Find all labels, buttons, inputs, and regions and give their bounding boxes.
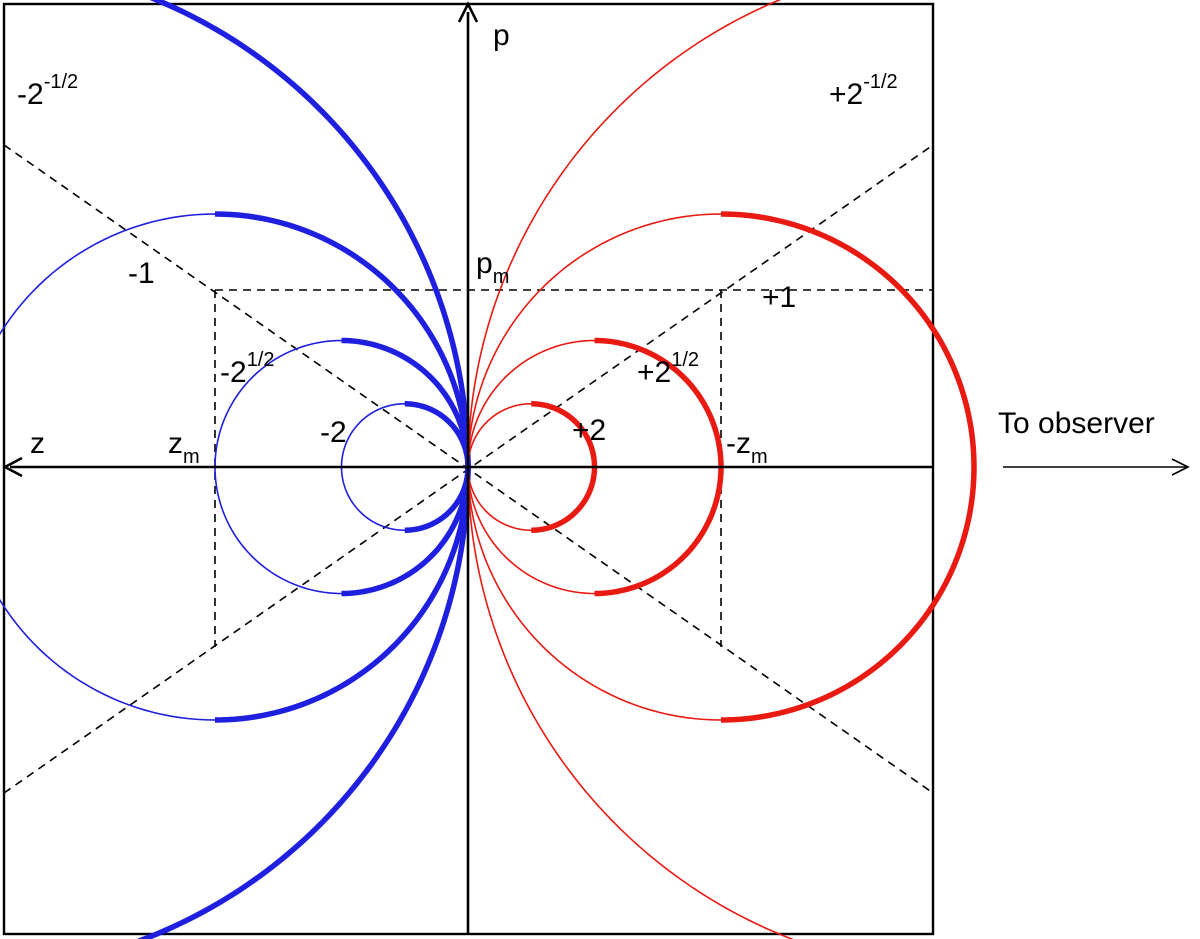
p-axis-label: p — [493, 19, 510, 52]
c-pos-two-upper-thick-arc — [531, 401, 598, 468]
label-neg-2-pow-neg-half: -2-1/2 — [17, 71, 78, 111]
label-neg-2-pow-neg-half-exp: -1/2 — [44, 71, 78, 93]
label-neg-2-pow-neg-half-base: -2 — [17, 78, 44, 111]
label-pos-2-pow-half: +21/2 — [637, 349, 699, 389]
c-neg-root2-upper-thick-arc — [341, 337, 471, 468]
label-neg-2-pow-half-exp: 1/2 — [247, 349, 275, 371]
c-pos-half-upper-arc — [467, 0, 782, 468]
label-pos-1: +1 — [762, 281, 796, 314]
label-pos-2-pow-half-base: +2 — [637, 356, 671, 389]
neg-zm-label: -zm — [726, 427, 768, 468]
observer-arrowhead — [1171, 458, 1190, 476]
zm-base: z — [168, 427, 183, 460]
label-neg-2: -2 — [320, 416, 347, 449]
c-pos-root2-lower-thick-arc — [594, 466, 724, 597]
label-pos-2-pow-neg-half-base: +2 — [829, 78, 863, 111]
c-neg-two-upper-thick-arc — [404, 401, 471, 468]
zm-subscript: m — [183, 446, 200, 468]
contour-curves — [0, 0, 977, 939]
pm-base: p — [476, 247, 493, 280]
c-pos-half-lower-arc — [467, 466, 794, 939]
c-neg-two-lower-thick-arc — [404, 466, 471, 533]
observer-label: To observer — [998, 407, 1155, 440]
label-neg-2-pow-half: -21/2 — [220, 349, 275, 389]
label-neg-1: -1 — [128, 257, 155, 290]
label-neg-2-pow-half-base: -2 — [220, 356, 247, 389]
horizontal-axis-arrowhead — [2, 456, 23, 478]
pm-subscript: m — [493, 266, 510, 288]
c-neg-root2-lower-thick-arc — [341, 466, 471, 597]
label-pos-2-pow-neg-half-exp: -1/2 — [863, 71, 897, 93]
c-neg-one-upper-thick-arc — [214, 211, 471, 468]
c-neg-one-lower-thick-arc — [214, 466, 471, 723]
c-pos-two-lower-thick-arc — [531, 466, 598, 533]
label-pos-2-pow-half-exp: 1/2 — [671, 349, 699, 371]
z-axis-label: z — [30, 427, 45, 460]
c-pos-one-lower-thick-arc — [720, 466, 977, 723]
neg-zm-subscript: m — [751, 446, 768, 468]
c-pos-root2-upper-thick-arc — [594, 337, 724, 468]
pm-label: pm — [476, 247, 509, 288]
vertical-axis-arrowhead — [457, 1, 479, 23]
zm-label: zm — [168, 427, 200, 468]
label-pos-2-pow-neg-half: +2-1/2 — [829, 71, 898, 111]
c-neg-half-lower-arc — [136, 466, 471, 939]
neg-zm-base: -z — [726, 427, 751, 460]
label-pos-2: +2 — [572, 414, 606, 447]
c-neg-half-upper-arc — [149, 0, 471, 468]
c-pos-one-upper-thick-arc — [720, 211, 977, 468]
